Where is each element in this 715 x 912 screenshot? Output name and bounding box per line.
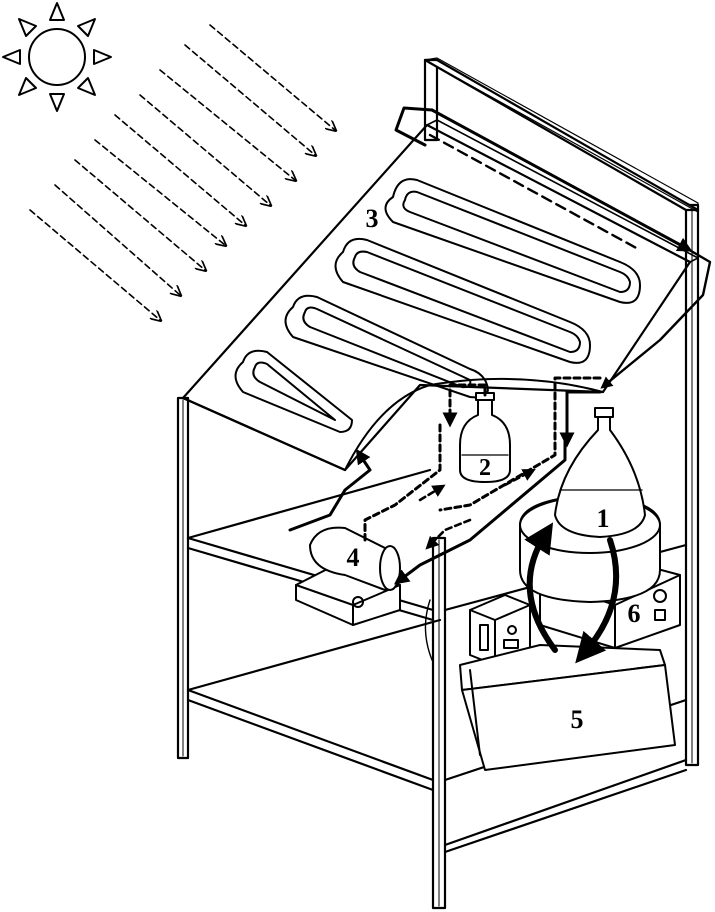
sun-rays-icon bbox=[29, 24, 335, 320]
sun-icon bbox=[2, 2, 112, 112]
label-collector: 3 bbox=[366, 204, 379, 233]
thermostat-controller bbox=[469, 594, 531, 666]
label-vessel: 1 bbox=[597, 504, 610, 533]
reaction-vessel bbox=[519, 407, 661, 603]
label-bath: 5 bbox=[571, 705, 584, 734]
flow-arrow-icon bbox=[288, 376, 602, 585]
label-stirrer: 6 bbox=[628, 599, 641, 628]
label-flask: 2 bbox=[479, 455, 491, 481]
bath-circulation-arrows bbox=[524, 522, 620, 664]
label-pump: 4 bbox=[347, 543, 360, 572]
water-bath bbox=[459, 644, 676, 771]
solar-collector-panel bbox=[181, 106, 712, 472]
